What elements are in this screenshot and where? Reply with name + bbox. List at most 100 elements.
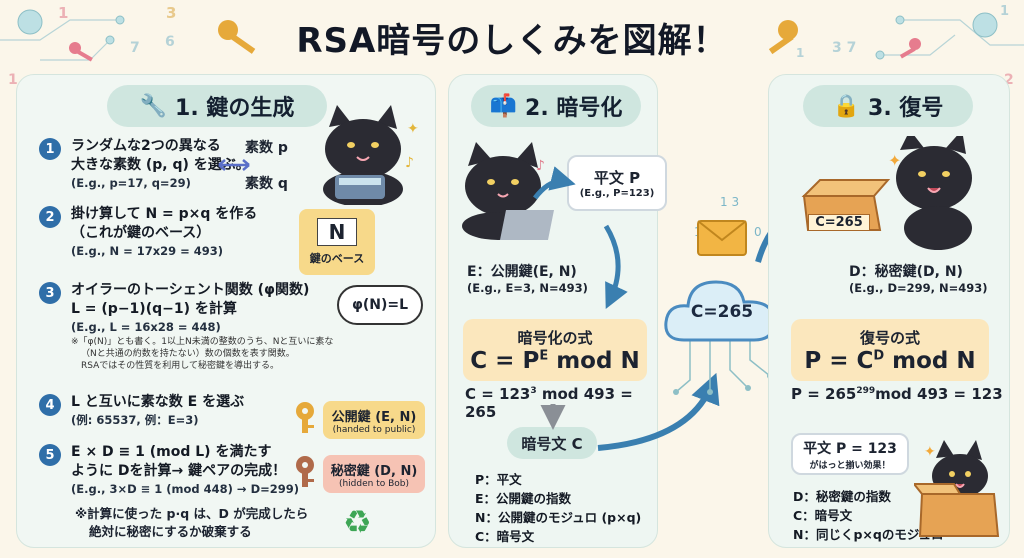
result-plaintext: 平文 P = 123	[803, 440, 897, 457]
private-key-tag: 秘密鍵 (D, N) (hidden to Bob)	[323, 455, 425, 493]
ciphertext-label: 暗号文 C	[507, 427, 597, 459]
plaintext-card: 平文 P (E.g., P=123)	[567, 155, 667, 211]
section3-heading-text: 3. 復号	[868, 96, 944, 121]
step-4: 4 L と互いに素な数 E を選ぶ (例: 65537, 例：E=3)	[39, 393, 244, 429]
legend-item: P：平文	[475, 472, 522, 487]
private-key-label: D：秘密鍵(D, N)	[849, 264, 963, 280]
step-number: 1	[39, 138, 61, 160]
wrench-icon: 🔧	[139, 93, 168, 119]
legend-item: D：秘密鍵の指数	[793, 489, 891, 504]
prime-q-label: 素数 q	[245, 176, 288, 192]
svg-text:✦: ✦	[407, 121, 419, 137]
public-key-tag-label: 公開鍵 (E, N)	[331, 409, 417, 425]
decryption-calc: P = 265299mod 493 = 123	[791, 385, 1003, 403]
step-3-line2: L = (p−1)(q−1) を計算	[71, 301, 237, 317]
cat-in-box-illustration: ✦	[914, 440, 1000, 537]
svg-text:✦: ✦	[888, 151, 901, 170]
recycle-icon: ♻	[343, 503, 372, 541]
section2-heading: 📫 2. 暗号化	[471, 85, 641, 127]
key-icon-pink-right	[899, 38, 921, 59]
step-1-line1: ランダムな2つの異なる	[71, 138, 221, 154]
public-key-label: E：公開鍵(E, N)	[467, 264, 577, 280]
legend-item: N：同じくp×qのモジュロ	[793, 527, 944, 542]
warning-line-1: ※計算に使った p·q は、D が完成したら	[75, 506, 309, 521]
result-sub: がはっと揃い効果！	[809, 460, 891, 471]
title-banner: RSA暗号のしくみを図解！	[262, 8, 762, 66]
phi-thought-bubble: φ(N)=L	[337, 285, 423, 325]
plaintext-title: 平文 P	[593, 169, 641, 187]
section2-heading-text: 2. 暗号化	[525, 96, 623, 121]
svg-text:0: 0	[754, 225, 762, 239]
encryption-formula-box: 暗号化の式 C = PE mod N	[463, 319, 647, 381]
public-key-tag: 公開鍵 (E, N) (handed to public)	[323, 401, 425, 439]
private-key-tag-label: 秘密鍵 (D, N)	[330, 463, 418, 479]
legend-item: C：暗号文	[793, 508, 853, 523]
step-number: 5	[39, 444, 61, 466]
step-3-line1: オイラーのトーシェント関数 (φ関数)	[71, 282, 310, 298]
decryption-formula-box: 復号の式 P = CD mod N	[791, 319, 989, 381]
key-icon-left	[218, 20, 256, 54]
step-2-line1: 掛け算して N = p×q を作る	[71, 206, 258, 222]
public-key-tag-sub: (handed to public)	[332, 424, 416, 435]
step-5-example: (E.g., 3×D ≡ 1 (mod 448) → D=299)	[71, 482, 300, 496]
warning-note: ※計算に使った p·q は、D が完成したら 絶対に秘密にするか破棄する	[75, 505, 308, 541]
phi-note-3: RSAではその性質を利用して秘密鍵を導出する。	[81, 361, 280, 371]
page-title: RSA暗号のしくみを図解！	[296, 20, 728, 61]
private-key-example: (E.g., D=299, N=493)	[849, 281, 988, 295]
step-2-line2: （これが鍵のベース）	[71, 225, 211, 241]
private-key-icon	[296, 456, 314, 487]
encryption-calc: C = 1233 mod 493 = 265	[465, 385, 633, 421]
n-card-label: 鍵のベース	[309, 252, 365, 265]
svg-text:✦: ✦	[924, 444, 936, 460]
cat-laptop-illustration: ♪	[462, 142, 554, 240]
mailbox-icon: 📫	[489, 93, 518, 119]
encryption-panel: 📫 2. 暗号化 平文 P (E.g., P=123) E：公開鍵(E, N) …	[448, 74, 667, 548]
encryption-formula: C = PE mod N	[470, 347, 640, 374]
cat-calculator-illustration: ♪ ✦	[323, 105, 419, 205]
box-ciphertext: C=265	[808, 214, 870, 231]
key-generation-panel: 🔧 1. 鍵の生成 1 ランダムな2つの異なる 大きな素数 (p, q) を選ぶ…	[16, 74, 436, 548]
svg-text:♪: ♪	[536, 158, 545, 174]
private-key-tag-sub: (hidden to Bob)	[338, 478, 410, 489]
svg-text:1 3: 1 3	[720, 195, 739, 209]
key-icon-pink-left	[69, 42, 93, 62]
step-number: 2	[39, 206, 61, 228]
svg-text:♪: ♪	[405, 155, 414, 171]
cat-box-illustration: ✦	[801, 136, 972, 250]
lock-icon: 🔒	[832, 93, 861, 119]
double-arrow-icon	[218, 159, 250, 171]
section1-heading: 🔧 1. 鍵の生成	[107, 85, 327, 127]
cloud-ciphertext: C=265	[690, 302, 754, 322]
step-1-example: (E.g., p=17, q=29)	[71, 176, 191, 190]
step-3-example: (E.g., L = 16x28 = 448)	[71, 320, 221, 334]
circuit-decoration	[0, 9, 1024, 62]
result-card: 平文 P = 123 がはっと揃い効果！	[791, 433, 909, 475]
decryption-formula-title: 復号の式	[859, 328, 920, 347]
plaintext-example: (E.g., P=123)	[579, 188, 655, 199]
step-2-example: (E.g., N = 17x29 = 493)	[71, 244, 224, 258]
warning-line-2: 絶対に秘密にするか破棄する	[89, 524, 252, 539]
section1-heading-text: 1. 鍵の生成	[175, 96, 295, 121]
decryption-formula: P = CD mod N	[804, 347, 976, 374]
public-key-icon	[296, 402, 314, 433]
step-5-line1: E × D ≡ 1 (mod L) を満たす	[71, 444, 272, 460]
key-icon-right	[768, 20, 798, 55]
n-card-value: N	[317, 218, 357, 246]
step-number: 4	[39, 394, 61, 416]
phi-note-1: ※「φ(N)」とも書く。1以上N未満の整数のうち、Nと互いに素な	[71, 337, 334, 347]
phi-note-2: （Nと共通の約数を持たない）数の個数を表す関数。	[81, 349, 295, 359]
step-1: 1 ランダムな2つの異なる 大きな素数 (p, q) を選ぶ。 (E.g., p…	[39, 137, 250, 192]
step-4-example: (例: 65537, 例：E=3)	[71, 413, 199, 427]
public-key-example: (E.g., E=3, N=493)	[467, 281, 588, 295]
prime-p-label: 素数 p	[245, 140, 288, 156]
step-3: 3 オイラーのトーシェント関数 (φ関数) L = (p−1)(q−1) を計算…	[39, 281, 333, 372]
section3-heading: 🔒 3. 復号	[803, 85, 973, 127]
legend-item: E：公開鍵の指数	[475, 491, 572, 506]
encryption-legend: P：平文 E：公開鍵の指数 N：公開鍵のモジュロ (p×q) C：暗号文	[475, 470, 641, 546]
legend-item: N：公開鍵のモジュロ (p×q)	[475, 510, 642, 525]
n-card: N 鍵のベース	[299, 209, 375, 275]
step-5: 5 E × D ≡ 1 (mod L) を満たす ように Dを計算→ 鍵ペアの完…	[39, 443, 299, 498]
step-number: 3	[39, 282, 61, 304]
step-4-line1: L と互いに素な数 E を選ぶ	[71, 394, 245, 410]
decryption-legend: D：秘密鍵の指数 C：暗号文 N：同じくp×qのモジュロ	[793, 487, 943, 544]
